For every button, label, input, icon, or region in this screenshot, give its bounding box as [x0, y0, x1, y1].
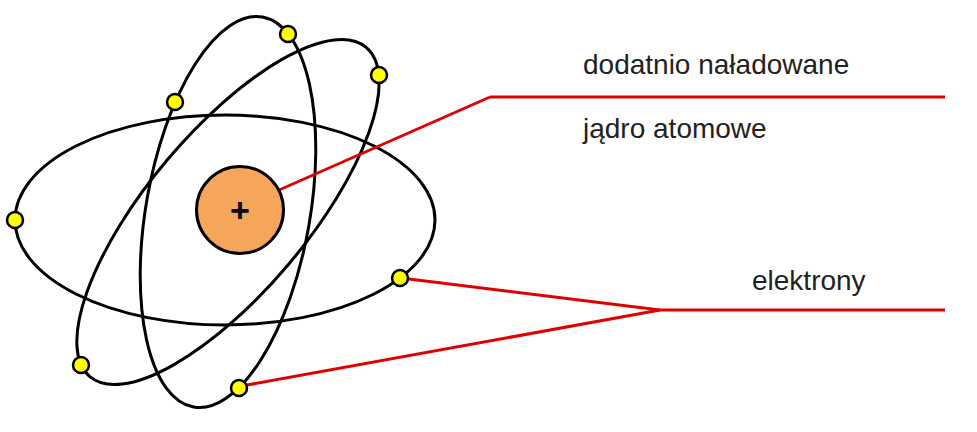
electron — [371, 67, 387, 83]
electron — [7, 212, 23, 228]
orbit — [113, 3, 343, 421]
leader-line — [247, 310, 660, 385]
nucleus-label: dodatnio naładowane jądro atomowe — [583, 33, 913, 161]
leader-line — [660, 309, 945, 312]
leader-line — [409, 279, 660, 310]
electron — [280, 26, 296, 42]
electrons-label: elektrony — [752, 263, 952, 299]
leader-line — [270, 97, 490, 194]
electron — [231, 380, 247, 396]
atomic-nucleus: + — [195, 165, 285, 255]
leader-line — [490, 96, 945, 99]
electron — [167, 94, 183, 110]
orbit — [15, 115, 435, 325]
charge-sign: + — [230, 193, 250, 227]
electron — [73, 357, 89, 373]
electron — [392, 270, 408, 286]
